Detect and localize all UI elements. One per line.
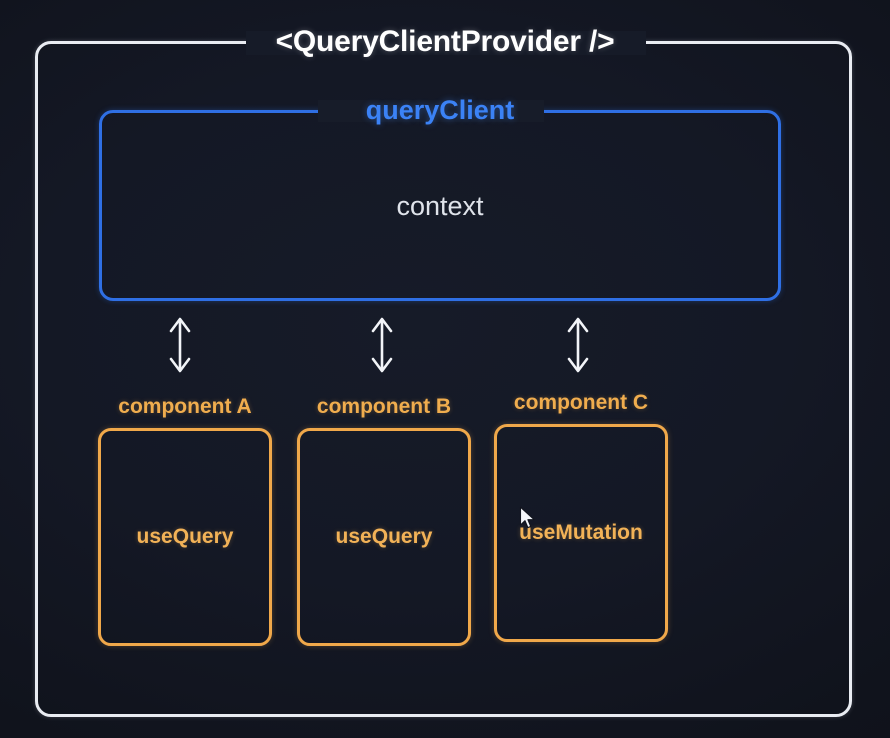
component-c-box[interactable]: useMutation bbox=[494, 424, 668, 642]
double-arrow-vertical-icon bbox=[561, 315, 595, 375]
component-a-box[interactable]: useQuery bbox=[98, 428, 272, 646]
component-b-box[interactable]: useQuery bbox=[297, 428, 471, 646]
double-arrow-vertical-icon bbox=[365, 315, 399, 375]
provider-legend-label: <QueryClientProvider /> bbox=[275, 25, 615, 58]
component-b-label: component B bbox=[316, 395, 452, 418]
context-label: context bbox=[396, 191, 484, 221]
component-b-hook-label: useQuery bbox=[335, 525, 433, 548]
query-client-legend-gap bbox=[318, 100, 544, 122]
query-client-legend-label: queryClient bbox=[365, 95, 515, 125]
component-c-hook-label: useMutation bbox=[519, 521, 643, 544]
component-a-label: component A bbox=[118, 395, 252, 418]
component-a-hook-label: useQuery bbox=[136, 525, 234, 548]
component-c-label: component C bbox=[513, 391, 649, 414]
double-arrow-vertical-icon bbox=[163, 315, 197, 375]
provider-legend-gap bbox=[246, 31, 646, 55]
